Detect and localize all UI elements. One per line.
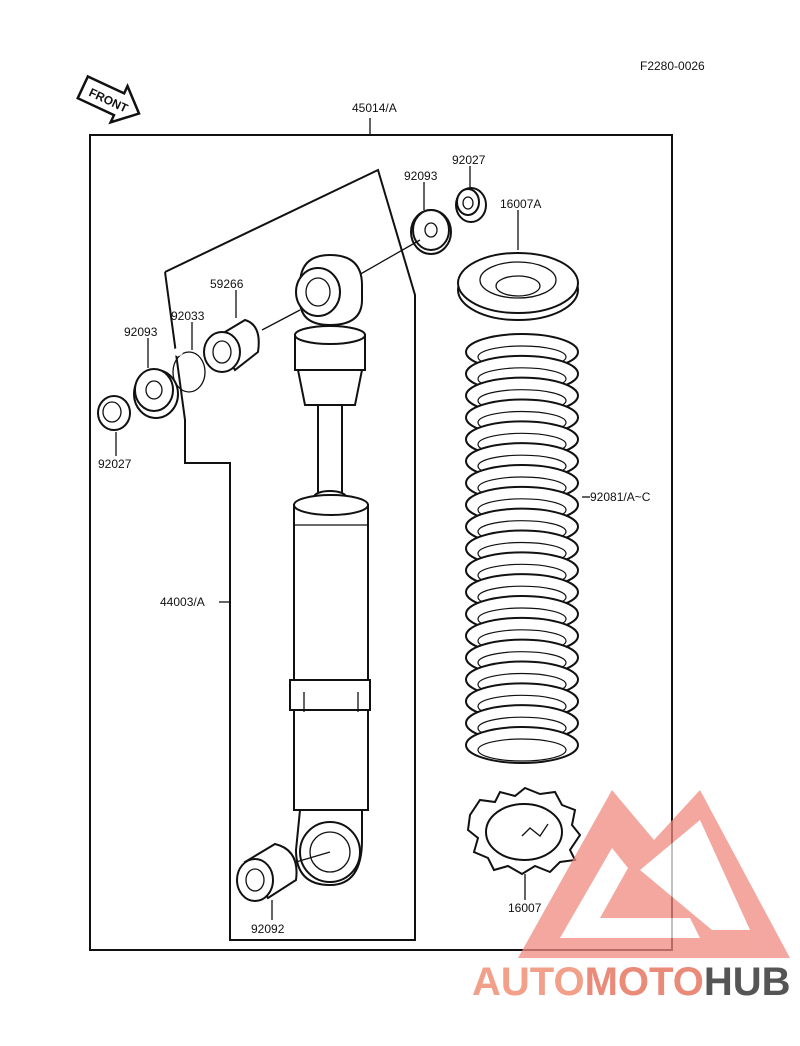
watermark-logo-icon [518,790,790,958]
assembly-frame [89,134,673,951]
bushing [203,318,260,373]
label-washer-top: 92093 [404,169,438,183]
label-assembly: 45014/A [352,101,397,115]
label-shock-body: 44003/A [160,595,205,609]
cap-left [97,395,131,431]
spring-adjuster [466,786,582,876]
label-spring-seat: 16007A [500,197,541,211]
watermark-part1: AUTO [472,960,585,1004]
washer-top [410,209,452,255]
watermark-brand: AUTOMOTOHUB [472,960,791,1005]
front-arrow-icon: FRONT [76,74,141,125]
cap-top [455,187,487,223]
figure-code: F2280-0026 [640,59,705,73]
shock-frame [164,168,416,941]
label-cap-left: 92027 [98,457,132,471]
washer-left [133,368,179,419]
spring-coil-inner [477,738,567,762]
spring-seat [457,252,579,321]
coil-spring [465,333,579,764]
label-spring: 92081/A~C [590,490,651,504]
label-cap-top: 92027 [452,153,486,167]
label-bushing: 59266 [210,277,244,291]
label-washer-left: 92093 [124,325,158,339]
label-circlip: 92033 [171,309,205,323]
shock-absorber [289,253,371,887]
watermark-part2: MOTO [584,960,704,1004]
bushing-bottom [236,842,298,902]
spring-coil [465,726,579,764]
label-bushing-bottom: 92092 [251,922,285,936]
circlip [172,348,206,393]
watermark-part3: HUB [703,960,791,1004]
label-adjuster: 16007 [508,901,542,915]
